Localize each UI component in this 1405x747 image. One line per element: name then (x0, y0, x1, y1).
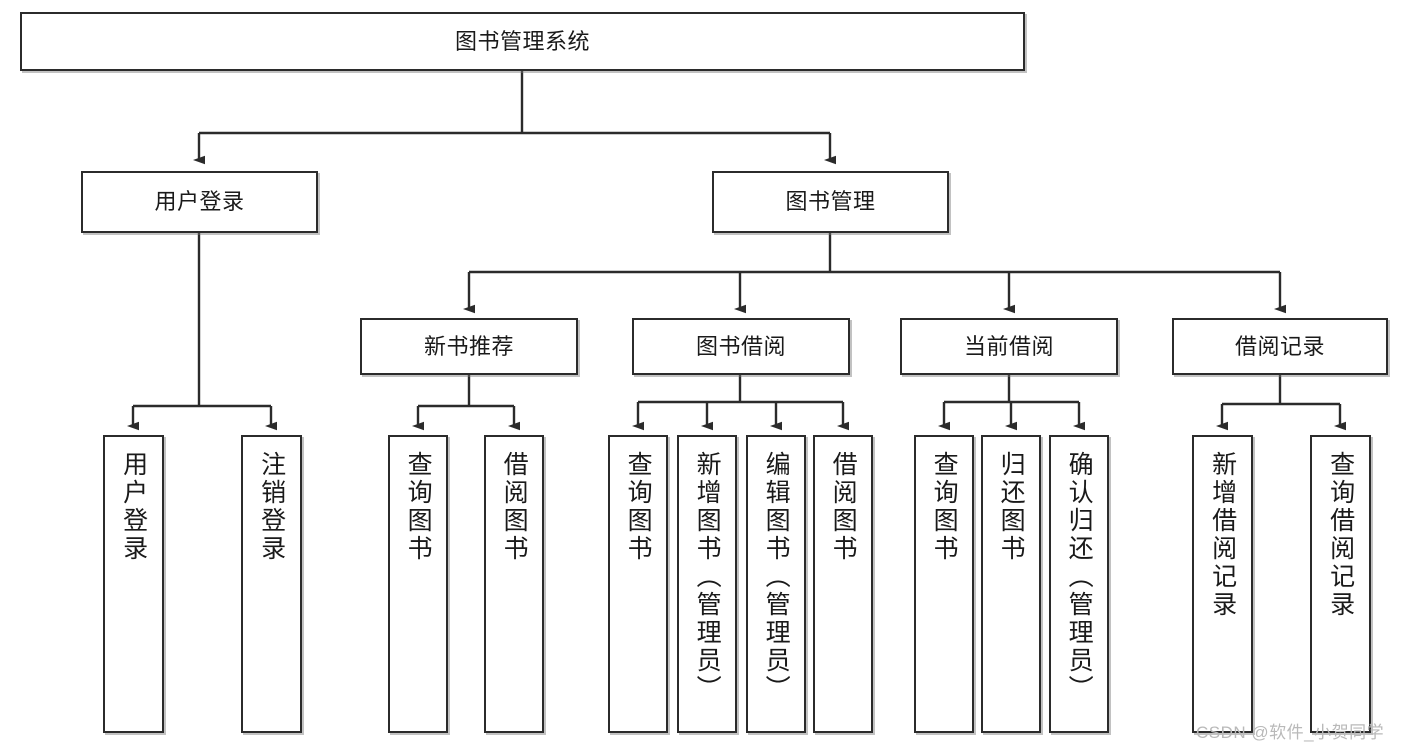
node-leaf-confirm-return-label: 确认归还（管理员） (1065, 451, 1094, 703)
node-current-borrow-label: 当前借阅 (963, 333, 1054, 359)
node-leaf-logout-label: 注销登录 (257, 451, 286, 563)
node-leaf-add-book-label: 新增图书（管理员） (693, 451, 722, 703)
node-leaf-borrow-book-a-label: 借阅图书 (500, 451, 529, 563)
node-borrow-record-label: 借阅记录 (1234, 333, 1325, 359)
node-leaf-borrow-book-a[interactable]: 借阅图书 (484, 435, 544, 733)
node-book-borrow-label: 图书借阅 (695, 333, 786, 359)
node-new-book-recommend[interactable]: 新书推荐 (360, 318, 578, 375)
node-leaf-add-book[interactable]: 新增图书（管理员） (677, 435, 737, 733)
node-leaf-borrow-book-b-label: 借阅图书 (829, 451, 858, 563)
node-leaf-user-login[interactable]: 用户登录 (103, 435, 164, 733)
node-book-mgmt[interactable]: 图书管理 (712, 171, 949, 233)
node-leaf-user-login-label: 用户登录 (119, 451, 148, 563)
node-borrow-record[interactable]: 借阅记录 (1172, 318, 1388, 375)
node-leaf-add-record[interactable]: 新增借阅记录 (1192, 435, 1253, 733)
watermark: CSDN @软件_小贺同学 (1196, 723, 1385, 742)
node-leaf-query-record[interactable]: 查询借阅记录 (1310, 435, 1371, 733)
node-leaf-query-book-c[interactable]: 查询图书 (914, 435, 974, 733)
node-leaf-query-book-a-label: 查询图书 (404, 451, 433, 563)
node-leaf-query-book-c-label: 查询图书 (930, 451, 959, 563)
node-leaf-query-book-b-label: 查询图书 (624, 451, 653, 563)
node-current-borrow[interactable]: 当前借阅 (900, 318, 1118, 375)
node-leaf-query-book-b[interactable]: 查询图书 (608, 435, 668, 733)
node-new-book-recommend-label: 新书推荐 (423, 333, 514, 359)
node-leaf-logout[interactable]: 注销登录 (241, 435, 302, 733)
node-leaf-edit-book-label: 编辑图书（管理员） (762, 451, 791, 703)
node-book-mgmt-label: 图书管理 (785, 189, 876, 215)
node-leaf-return-book-label: 归还图书 (997, 451, 1026, 563)
node-leaf-add-record-label: 新增借阅记录 (1208, 451, 1237, 619)
node-user-login-label: 用户登录 (154, 189, 245, 215)
node-leaf-return-book[interactable]: 归还图书 (981, 435, 1041, 733)
node-leaf-query-record-label: 查询借阅记录 (1326, 451, 1355, 619)
node-leaf-query-book-a[interactable]: 查询图书 (388, 435, 448, 733)
node-leaf-borrow-book-b[interactable]: 借阅图书 (813, 435, 873, 733)
node-root-label: 图书管理系统 (454, 28, 590, 54)
node-root[interactable]: 图书管理系统 (20, 12, 1025, 71)
node-leaf-edit-book[interactable]: 编辑图书（管理员） (746, 435, 806, 733)
node-leaf-confirm-return[interactable]: 确认归还（管理员） (1049, 435, 1109, 733)
node-user-login[interactable]: 用户登录 (81, 171, 318, 233)
node-book-borrow[interactable]: 图书借阅 (632, 318, 850, 375)
